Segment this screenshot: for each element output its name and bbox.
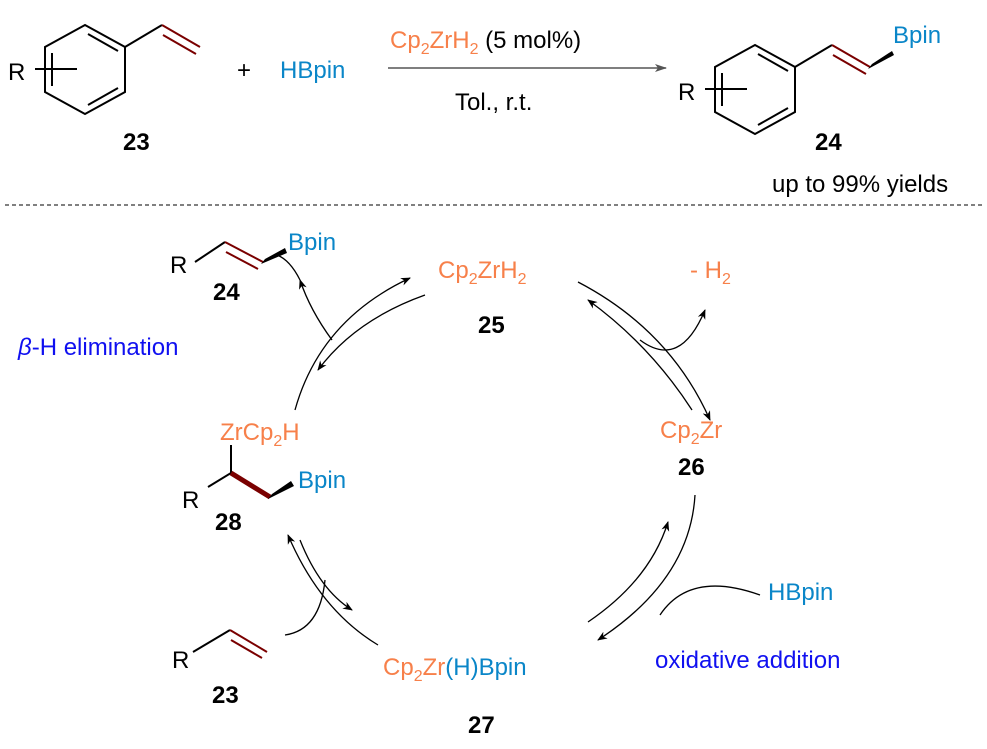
beta-h-elimination-label: β-H elimination [17, 334, 178, 361]
alkene-23-bond [192, 629, 231, 653]
oxidative-addition-label: oxidative addition [655, 647, 840, 674]
vinyl-24-double-bond [224, 241, 264, 270]
product-bpin: Bpin [893, 22, 941, 49]
yield-note: up to 99% yields [772, 171, 948, 198]
compound-26-label: 26 [678, 454, 705, 481]
catalyst-label: Cp2ZrH2 (5 mol%) [390, 27, 581, 58]
compound-27-label: 27 [468, 712, 495, 739]
product-r-group: R [678, 79, 695, 106]
compound-25-label: 25 [478, 312, 505, 339]
compound-23-label: 23 [123, 129, 150, 156]
conditions-label: Tol., r.t. [455, 89, 532, 116]
compound-27: Cp2Zr(H)Bpin [383, 654, 527, 685]
product-24-structure [705, 43, 894, 136]
cycle-24-label: 24 [213, 279, 240, 306]
cycle-23-label: 23 [212, 682, 239, 709]
h2-loss: - H2 [690, 257, 731, 288]
compound-28-structure [207, 445, 294, 500]
compound-24-label: 24 [815, 129, 842, 156]
r-group: R [8, 59, 25, 86]
cycle-28-r: R [182, 487, 199, 514]
cycle-arrows [276, 254, 761, 646]
cycle-28-bpin: Bpin [298, 467, 346, 494]
vinyl-24-wedge [261, 248, 287, 264]
cycle-23-r: R [172, 647, 189, 674]
compound-28-label: 28 [215, 509, 242, 536]
hbpin-reagent: HBpin [280, 57, 345, 84]
styrene-23-structure [35, 23, 201, 116]
compound-26: Cp2Zr [660, 417, 722, 448]
plus-sign: + [237, 57, 251, 84]
compound-28-zr: ZrCp2H [220, 419, 300, 450]
hbpin-cycle: HBpin [768, 579, 833, 606]
arrow-to-24 [299, 279, 333, 341]
vinyl-24-bond [194, 241, 226, 263]
cycle-24-bpin: Bpin [288, 229, 336, 256]
alkene-23-double-bond [229, 629, 268, 659]
cycle-24-r: R [170, 252, 187, 279]
compound-25: Cp2ZrH2 [438, 257, 527, 288]
